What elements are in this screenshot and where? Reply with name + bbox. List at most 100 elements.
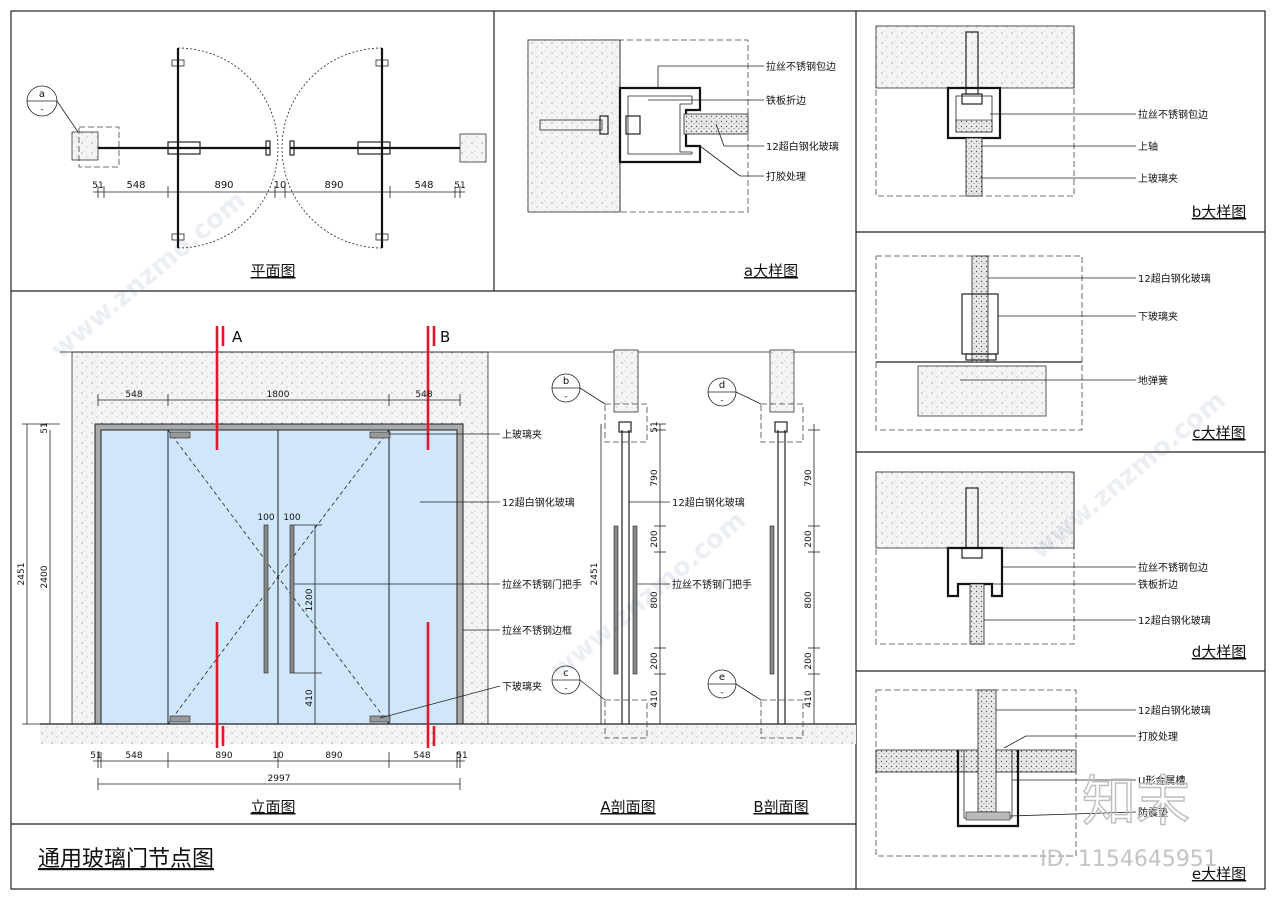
- detail-marker-a: a -: [26, 85, 79, 133]
- svg-text:890: 890: [214, 180, 233, 191]
- detail-c: 12超白钢化玻璃 下玻璃夹 地弹簧 c大样图: [875, 255, 1246, 442]
- svg-text:890: 890: [215, 751, 232, 761]
- detail-marker-e: e -: [707, 669, 762, 701]
- detail-marker-b: b -: [551, 373, 606, 405]
- svg-text:ID: 1154645951: ID: 1154645951: [1040, 847, 1218, 872]
- svg-text:-: -: [720, 396, 723, 406]
- svg-text:200: 200: [804, 652, 814, 669]
- svg-text:拉丝不锈钢包边: 拉丝不锈钢包边: [1138, 108, 1208, 121]
- handle-left: [263, 524, 269, 674]
- svg-text:51: 51: [92, 181, 103, 191]
- svg-text:b: b: [563, 376, 569, 387]
- svg-text:拉丝不锈钢包边: 拉丝不锈钢包边: [1138, 561, 1208, 574]
- svg-text:890: 890: [324, 180, 343, 191]
- svg-text:51: 51: [650, 421, 660, 432]
- svg-text:10: 10: [272, 751, 284, 761]
- svg-text:1800: 1800: [267, 390, 290, 400]
- detail-a-title: a大样图: [744, 262, 798, 280]
- svg-text:2997: 2997: [268, 774, 291, 784]
- detail-e: 12超白钢化玻璃 打胶处理 U形金属槽 防震垫 e大样图: [875, 689, 1246, 883]
- svg-text:51: 51: [454, 181, 465, 191]
- svg-text:410: 410: [804, 690, 814, 707]
- glass-panel-left: [100, 429, 169, 725]
- detail-d: 拉丝不锈钢包边 铁板折边 12超白钢化玻璃 d大样图: [875, 471, 1247, 661]
- plan-view: a -: [26, 47, 487, 280]
- svg-text:548: 548: [125, 390, 142, 400]
- svg-text:2451: 2451: [590, 563, 600, 586]
- plan-title: 平面图: [250, 262, 295, 280]
- handle-right: [289, 524, 295, 674]
- svg-text:410: 410: [650, 690, 660, 707]
- svg-text:51: 51: [456, 751, 467, 761]
- svg-text:上轴: 上轴: [1138, 140, 1158, 153]
- svg-text:打胶处理: 打胶处理: [1138, 730, 1178, 743]
- svg-text:B: B: [440, 328, 450, 346]
- svg-text:12超白钢化玻璃: 12超白钢化玻璃: [1138, 614, 1211, 627]
- svg-text:10: 10: [274, 180, 287, 191]
- svg-text:200: 200: [650, 652, 660, 669]
- svg-text:www.znzmo.com: www.znzmo.com: [45, 185, 251, 365]
- svg-text:地弹簧: 地弹簧: [1138, 374, 1168, 387]
- svg-text:51: 51: [90, 751, 101, 761]
- section-b-title: B剖面图: [753, 798, 808, 816]
- svg-text:c: c: [563, 668, 569, 679]
- svg-text:1200: 1200: [305, 588, 315, 611]
- svg-text:12超白钢化玻璃: 12超白钢化玻璃: [766, 140, 839, 153]
- section-a: 2451 b - c - 51 790 200 800 20: [551, 349, 752, 816]
- svg-text:12超白钢化玻璃: 12超白钢化玻璃: [502, 496, 575, 509]
- detail-a: 拉丝不锈钢包边 铁板折边 12超白钢化玻璃 打胶处理 a大样图: [527, 39, 839, 280]
- svg-text:12超白钢化玻璃: 12超白钢化玻璃: [672, 496, 745, 509]
- svg-text:下玻璃夹: 下玻璃夹: [502, 680, 542, 693]
- svg-text:790: 790: [650, 469, 660, 486]
- door-leaf-right: [277, 429, 390, 725]
- svg-text:-: -: [564, 392, 567, 402]
- svg-text:a: a: [39, 89, 45, 100]
- svg-text:548: 548: [415, 390, 432, 400]
- svg-text:51: 51: [40, 422, 50, 433]
- svg-text:790: 790: [804, 469, 814, 486]
- svg-text:拉丝不锈钢门把手: 拉丝不锈钢门把手: [672, 578, 752, 591]
- section-a-title: A剖面图: [600, 798, 655, 816]
- svg-text:-: -: [40, 105, 43, 115]
- detail-d-title: d大样图: [1192, 643, 1247, 661]
- svg-text:548: 548: [125, 751, 142, 761]
- svg-text:上玻璃夹: 上玻璃夹: [1138, 172, 1178, 185]
- svg-text:410: 410: [305, 689, 315, 706]
- svg-text:548: 548: [413, 751, 430, 761]
- svg-text:铁板折边: 铁板折边: [766, 94, 806, 107]
- svg-text:A: A: [232, 328, 243, 346]
- svg-text:548: 548: [126, 180, 145, 191]
- glass-panel-right: [388, 429, 458, 725]
- svg-text:e: e: [719, 672, 725, 683]
- detail-marker-d: d -: [707, 377, 762, 407]
- svg-text:防震垫: 防震垫: [1138, 806, 1168, 819]
- svg-text:548: 548: [414, 180, 433, 191]
- svg-text:拉丝不锈钢边框: 拉丝不锈钢边框: [502, 624, 572, 637]
- svg-text:知末: 知末: [1082, 770, 1190, 833]
- svg-text:100: 100: [257, 513, 274, 523]
- svg-text:800: 800: [650, 591, 660, 608]
- svg-text:www.znzmo.com: www.znzmo.com: [545, 505, 751, 685]
- elevation-view: A B 548 1800 548 2451 2400 51 100 100 12…: [17, 326, 856, 816]
- svg-text:拉丝不锈钢包边: 拉丝不锈钢包边: [766, 60, 836, 73]
- detail-b-title: b大样图: [1192, 203, 1247, 221]
- detail-marker-c: c -: [551, 665, 606, 701]
- svg-text:100: 100: [283, 513, 300, 523]
- svg-text:200: 200: [650, 530, 660, 547]
- detail-e-title: e大样图: [1192, 865, 1246, 883]
- svg-text:2451: 2451: [17, 563, 27, 586]
- svg-text:铁板折边: 铁板折边: [1138, 578, 1178, 591]
- sheet-title: 通用玻璃门节点图: [38, 847, 214, 872]
- door-leaf-left: [167, 429, 279, 725]
- svg-text:U形金属槽: U形金属槽: [1138, 774, 1185, 787]
- svg-text:12超白钢化玻璃: 12超白钢化玻璃: [1138, 704, 1211, 717]
- detail-b: 拉丝不锈钢包边 上轴 上玻璃夹 b大样图: [875, 25, 1247, 221]
- svg-text:2400: 2400: [40, 565, 50, 588]
- elevation-title: 立面图: [250, 798, 295, 816]
- svg-text:打胶处理: 打胶处理: [766, 170, 806, 183]
- svg-text:200: 200: [804, 530, 814, 547]
- svg-text:上玻璃夹: 上玻璃夹: [502, 428, 542, 441]
- svg-text:12超白钢化玻璃: 12超白钢化玻璃: [1138, 272, 1211, 285]
- svg-text:拉丝不锈钢门把手: 拉丝不锈钢门把手: [502, 578, 582, 591]
